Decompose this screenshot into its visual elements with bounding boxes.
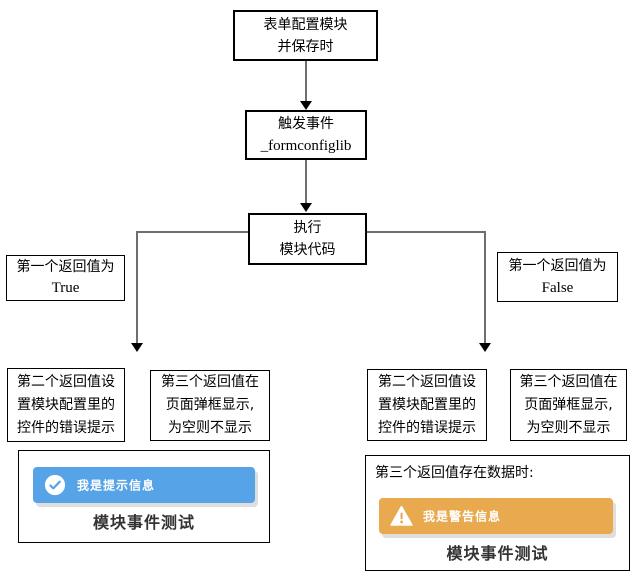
arrowhead-down-icon — [300, 203, 312, 212]
label-value: False — [541, 280, 574, 296]
box-left-second-return: 第二个返回值设 置模块配置里的 控件的错误提示 — [7, 368, 125, 442]
warning-toast-message: 我是警告信息 — [423, 509, 502, 524]
label-first-return-true: 第一个返回值为 True — [6, 255, 125, 301]
box-line: 第二个返回值设 — [17, 373, 115, 390]
box-line: 第三个返回值在 — [519, 373, 618, 390]
panel-warning-example: 第三个返回值存在数据时: 我是警告信息 模块事件测试 — [365, 455, 630, 571]
box-line: 页面弹框显示, — [524, 396, 613, 413]
label-value: True — [51, 280, 80, 296]
panel-info-example: 我是提示信息 模块事件测试 — [18, 450, 270, 543]
warning-triangle-icon — [390, 505, 413, 527]
connector-right-branch-horizontal — [367, 231, 486, 233]
connector-start-to-trigger — [305, 61, 307, 102]
label-line: 第一个返回值为 — [508, 258, 607, 274]
box-line: 为空则不显示 — [168, 420, 252, 436]
label-line: 第一个返回值为 — [16, 259, 115, 275]
box-right-second-return: 第二个返回值设 置模块配置里的 控件的错误提示 — [367, 369, 487, 441]
node-form-config-save: 表单配置模块 并保存时 — [233, 10, 378, 61]
box-right-third-return: 第三个返回值在 页面弹框显示, 为空则不显示 — [510, 369, 627, 441]
box-line: 控件的错误提示 — [378, 419, 476, 436]
box-line: 控件的错误提示 — [17, 419, 115, 436]
box-line: 第二个返回值设 — [378, 373, 476, 390]
arrowhead-down-icon — [479, 343, 491, 352]
panel-caption: 第三个返回值存在数据时: — [375, 465, 534, 481]
arrowhead-down-icon — [300, 101, 312, 110]
node-line: 表单配置模块 — [263, 16, 348, 33]
info-toast-message: 我是提示信息 — [77, 478, 156, 493]
node-code-line: _formconfiglib — [260, 138, 352, 154]
box-left-third-return: 第三个返回值在 页面弹框显示, 为空则不显示 — [150, 370, 270, 441]
node-line: 触发事件 — [278, 116, 334, 132]
node-execute-module-code: 执行 模块代码 — [248, 213, 367, 265]
connector-trigger-to-execute — [305, 160, 307, 204]
check-circle-icon — [44, 474, 66, 496]
node-line: 执行 — [293, 220, 322, 236]
box-line: 为空则不显示 — [526, 419, 611, 436]
box-line: 第三个返回值在 — [161, 374, 259, 390]
connector-left-branch-vertical — [136, 231, 138, 344]
node-line: 并保存时 — [277, 38, 334, 55]
info-toast: 我是提示信息 — [33, 467, 255, 503]
box-line: 置模块配置里的 — [378, 396, 476, 413]
panel-title: 模块事件测试 — [92, 513, 195, 532]
arrowhead-down-icon — [131, 343, 143, 352]
panel-title: 模块事件测试 — [446, 544, 549, 563]
node-line: 模块代码 — [279, 242, 336, 258]
node-trigger-event: 触发事件 _formconfiglib — [245, 110, 367, 160]
box-line: 页面弹框显示, — [165, 397, 255, 413]
connector-left-branch-horizontal — [136, 231, 248, 233]
warning-toast: 我是警告信息 — [379, 498, 613, 534]
connector-right-branch-vertical — [484, 231, 486, 344]
box-line: 置模块配置里的 — [17, 396, 115, 413]
label-first-return-false: 第一个返回值为 False — [497, 252, 618, 302]
